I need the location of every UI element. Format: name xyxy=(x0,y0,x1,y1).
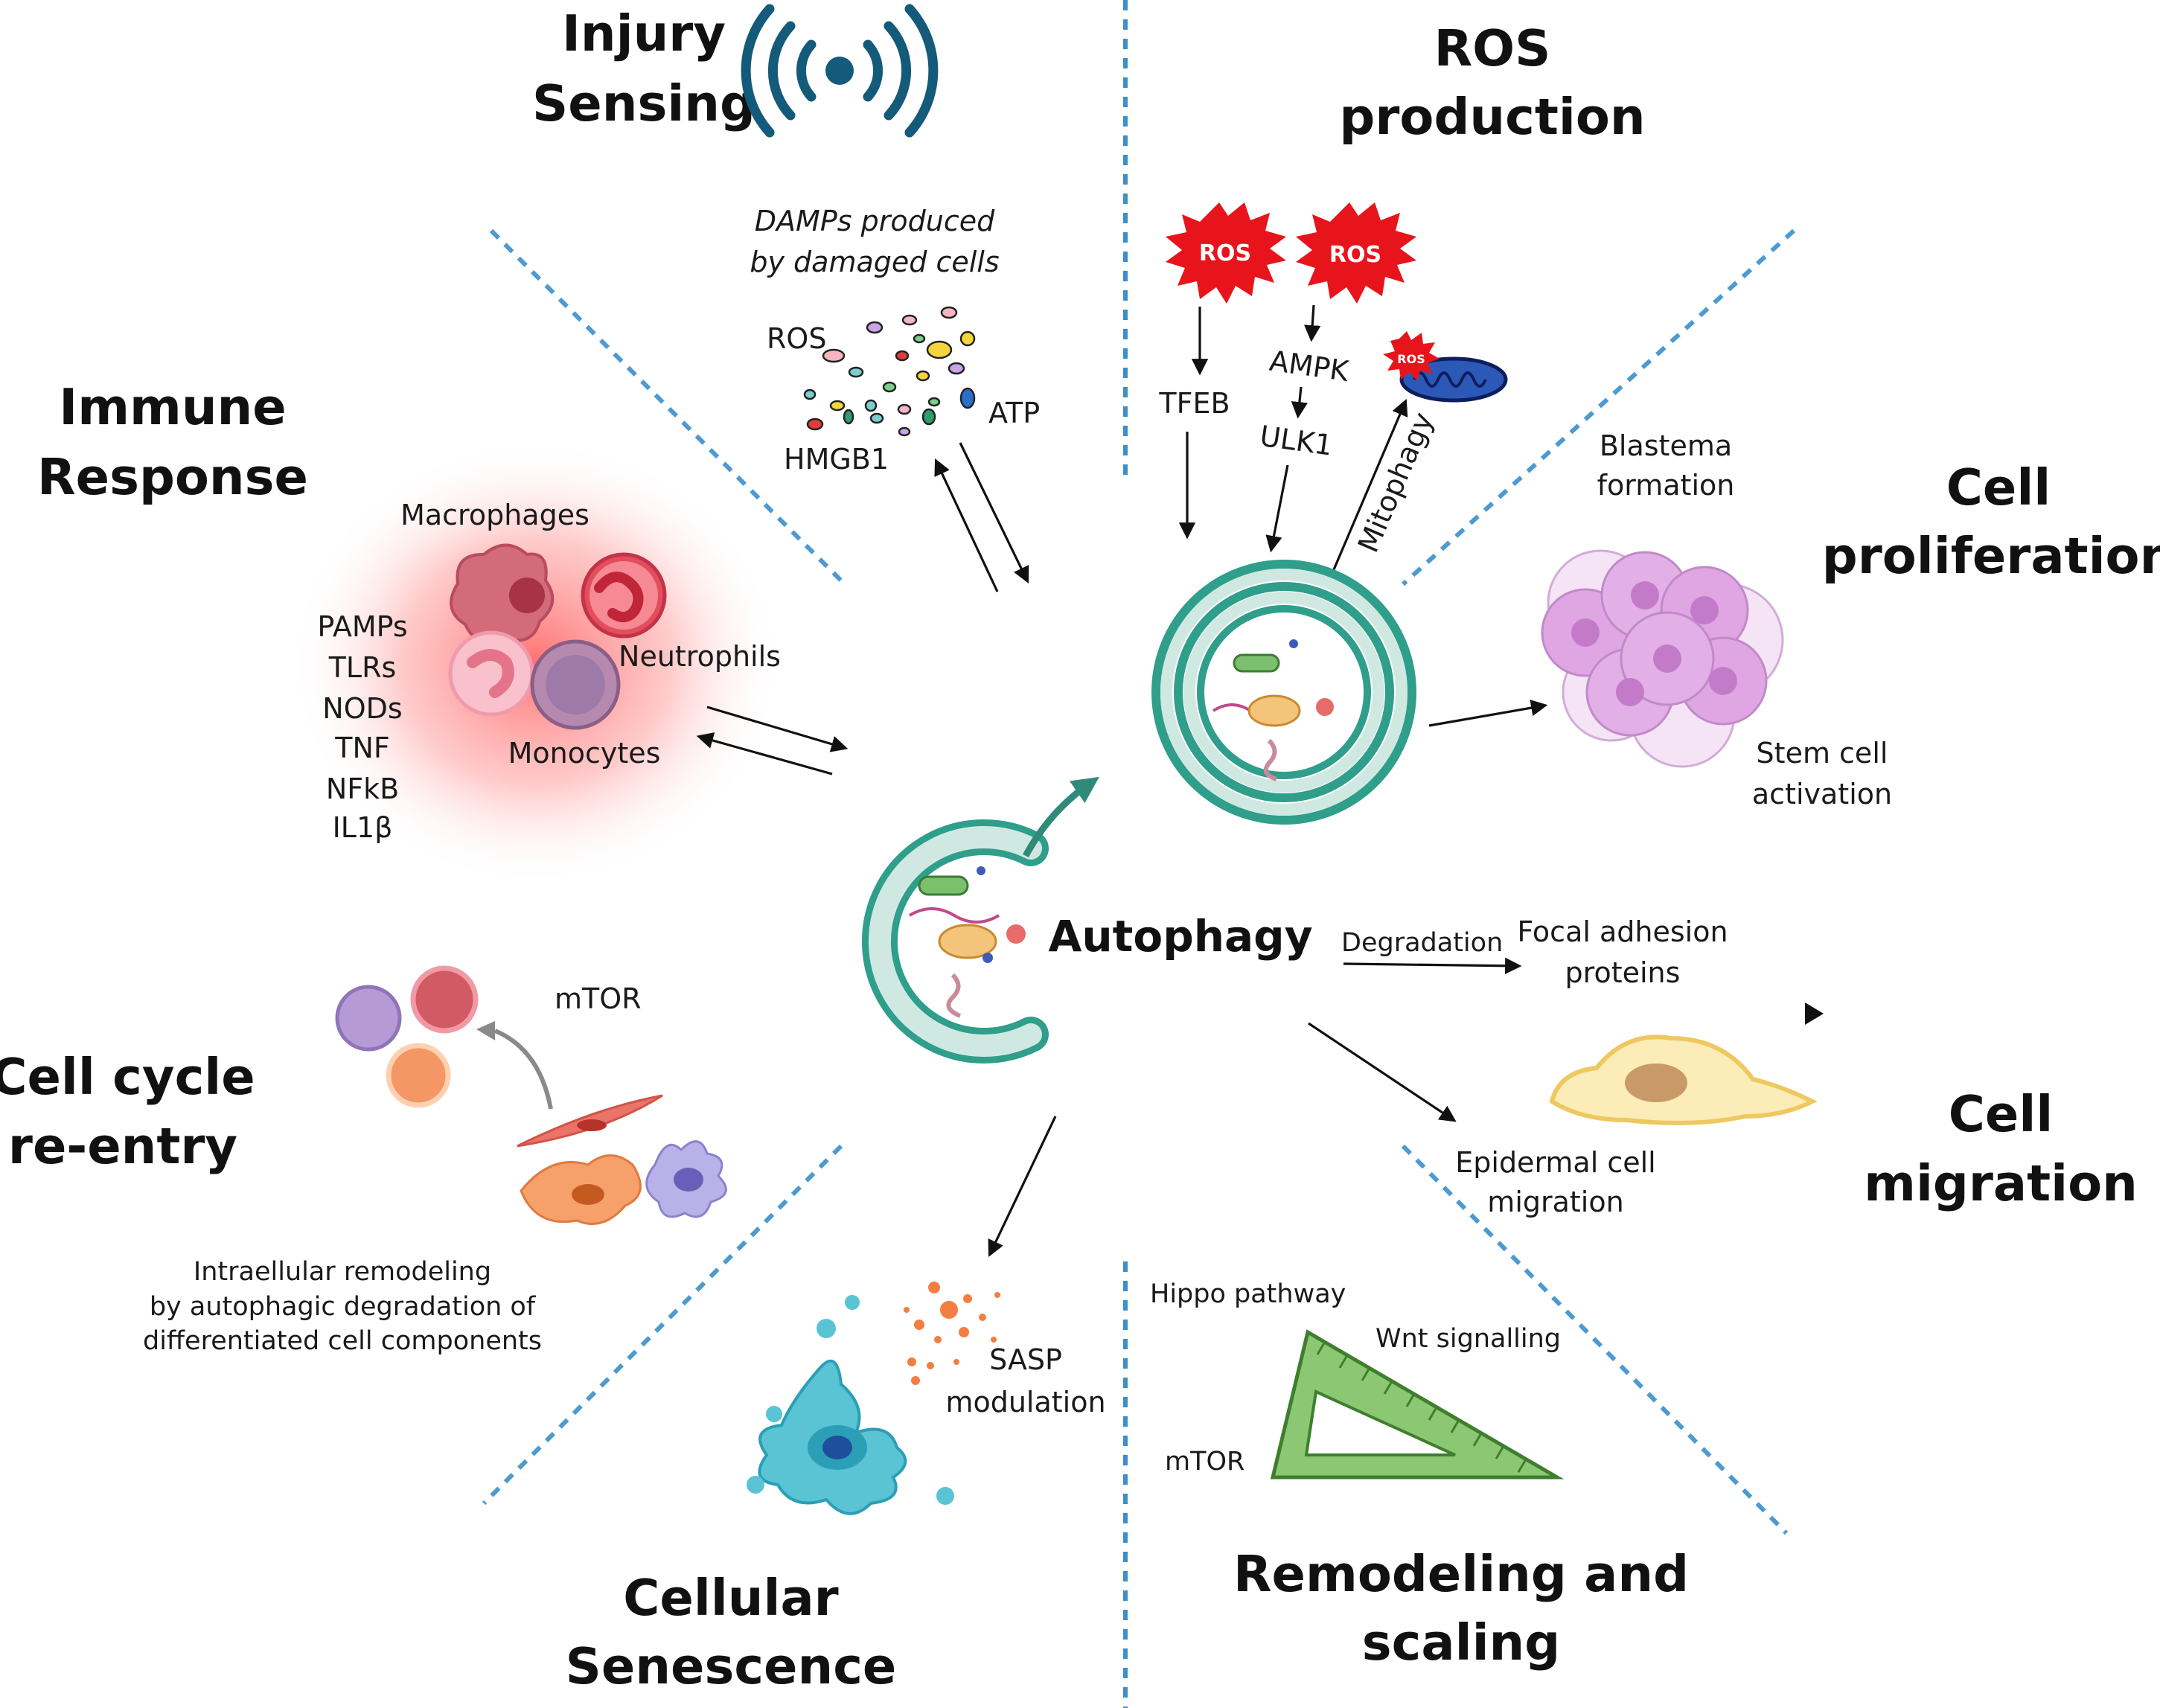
epidermal-label-1: Epidermal cell xyxy=(1455,1146,1655,1179)
divider-lower-right xyxy=(1401,1144,1789,1535)
cell-cycle-title-1: Cell cycle xyxy=(0,1048,255,1106)
arrow-ros-ampk xyxy=(1304,304,1321,342)
immune-response-title-2: Response xyxy=(37,448,308,506)
signal-tnf: TNF xyxy=(334,732,390,764)
divider-upper-right xyxy=(1401,228,1796,586)
injury-sensing-title-2: Sensing xyxy=(532,74,755,132)
section-titles: Injury Sensing ROS production Immune Res… xyxy=(0,4,2160,1695)
ros-production-title-2: production xyxy=(1339,88,1645,146)
cell-proliferation-title-1: Cell xyxy=(1946,458,2051,516)
arrow-autophagy-to-immune xyxy=(696,732,833,775)
damps-hmgb1-label: HMGB1 xyxy=(784,443,889,476)
arrow-ampk-ulk1 xyxy=(1291,386,1309,419)
ros-burst-icon: ROS xyxy=(1166,202,1286,304)
signal-tlrs: TLRs xyxy=(328,651,397,684)
signal-il1b: IL1β xyxy=(333,811,393,844)
damps-ros-label: ROS xyxy=(767,322,826,355)
dedifferentiated-cells-icon xyxy=(335,965,479,1108)
signal-nods: NODs xyxy=(322,692,402,725)
arrow-to-proliferation xyxy=(1428,700,1548,727)
neutrophil-cell-pink xyxy=(448,630,534,717)
degradation-label: Degradation xyxy=(1341,928,1503,958)
arrow-from-damps xyxy=(959,442,1029,584)
remodeling-title-2: scaling xyxy=(1362,1613,1560,1672)
stem-cell-label-2: activation xyxy=(1752,778,1892,810)
damps-atp-label: ATP xyxy=(988,397,1040,429)
injury-sensing-title-1: Injury xyxy=(562,4,726,63)
autophagy-label: Autophagy xyxy=(1048,911,1312,962)
remodeling-mtor-label: mTOR xyxy=(1165,1447,1244,1477)
reentry-arrow xyxy=(493,1029,553,1110)
ruler-triangle-icon xyxy=(1270,1329,1565,1480)
damps-caption-2: by damaged cells xyxy=(750,246,999,278)
cell-cycle-caption-2: by autophagic degradation of xyxy=(150,1292,536,1322)
monocyte-cell xyxy=(530,639,621,730)
tfeb-label: TFEB xyxy=(1158,387,1230,420)
migration-direction-head xyxy=(1805,1002,1824,1025)
cell-proliferation-title-2: proliferation xyxy=(1822,527,2160,585)
mitochondrion-icon: ROS xyxy=(1383,331,1508,403)
sasp-label-1: SASP xyxy=(989,1343,1062,1376)
stem-cell-label-1: Stem cell xyxy=(1757,737,1888,770)
migrating-cell-icon xyxy=(1549,1034,1818,1125)
ros-badge-label: ROS xyxy=(1329,242,1381,268)
cell-cycle-mtor-label: mTOR xyxy=(555,982,642,1015)
monocytes-label: Monocytes xyxy=(508,737,661,770)
wifi-signal-icon xyxy=(741,4,939,138)
autophagosome-icon xyxy=(1151,560,1416,825)
arrow-degradation xyxy=(1343,957,1522,974)
signal-pamps: PAMPs xyxy=(317,610,407,643)
damps-caption-1: DAMPs produced xyxy=(755,205,995,237)
arrow-immune-to-autophagy xyxy=(706,706,849,752)
cell-cycle-caption-3: differentiated cell components xyxy=(143,1326,542,1356)
divider-upper-left xyxy=(489,228,847,586)
arrow-ulk1-autophagosome xyxy=(1265,464,1289,553)
macrophages-label: Macrophages xyxy=(400,499,589,531)
sasp-particles-icon xyxy=(904,1282,1000,1385)
arrow-to-epidermal xyxy=(1308,1022,1457,1122)
cell-cycle-title-2: re-entry xyxy=(8,1117,237,1175)
cell-migration-title-2: migration xyxy=(1864,1154,2138,1212)
remodeling-title-1: Remodeling and xyxy=(1233,1545,1689,1603)
immune-signals: PAMPs TLRs NODs TNF NFkB IL1β xyxy=(317,610,407,844)
ampk-label: AMPK xyxy=(1268,345,1352,388)
hippo-pathway-label: Hippo pathway xyxy=(1150,1279,1346,1309)
blastema-label-2: formation xyxy=(1597,469,1735,502)
mito-ros-label: ROS xyxy=(1397,352,1425,366)
differentiated-cells-icon xyxy=(517,1094,727,1225)
neutrophils-label: Neutrophils xyxy=(619,640,781,673)
focal-adhesion-label-2: proteins xyxy=(1565,956,1681,989)
arrow-to-senescence xyxy=(988,1116,1057,1258)
senescent-cell-icon xyxy=(747,1295,954,1515)
ros-burst-icon: ROS xyxy=(1296,202,1416,304)
maturation-arrow xyxy=(1023,776,1099,858)
macrophage-cell xyxy=(450,543,555,644)
reentry-arrowhead xyxy=(476,1021,495,1040)
cell-migration-title-1: Cell xyxy=(1949,1085,2054,1143)
wnt-signalling-label: Wnt signalling xyxy=(1375,1324,1561,1354)
inflammation-glow xyxy=(290,439,782,886)
arrow-mitophagy xyxy=(1331,398,1408,574)
neutrophil-cell xyxy=(581,552,667,639)
divider-lower-left xyxy=(482,1144,843,1506)
focal-adhesion-label-1: Focal adhesion xyxy=(1517,915,1728,948)
arrow-to-damps xyxy=(934,458,999,592)
epidermal-label-2: migration xyxy=(1487,1186,1623,1218)
blastema-label-1: Blastema xyxy=(1600,429,1732,462)
cell-cycle-caption-1: Intraellular remodeling xyxy=(194,1257,491,1287)
phagophore-icon xyxy=(861,819,1049,1063)
cellular-senescence-title-2: Senescence xyxy=(566,1637,897,1695)
sasp-label-2: modulation xyxy=(945,1386,1105,1418)
blastema-cells-icon xyxy=(1541,549,1784,768)
mitophagy-label: Mitophagy xyxy=(1352,408,1440,557)
ros-badge-label: ROS xyxy=(1199,240,1251,266)
cellular-senescence-title-1: Cellular xyxy=(623,1569,838,1627)
ulk1-label: ULK1 xyxy=(1258,420,1335,462)
damps-particles xyxy=(803,306,976,437)
immune-response-title-1: Immune xyxy=(59,378,286,436)
ros-production-title-1: ROS xyxy=(1434,19,1551,77)
signal-nfkb: NFkB xyxy=(326,773,399,805)
